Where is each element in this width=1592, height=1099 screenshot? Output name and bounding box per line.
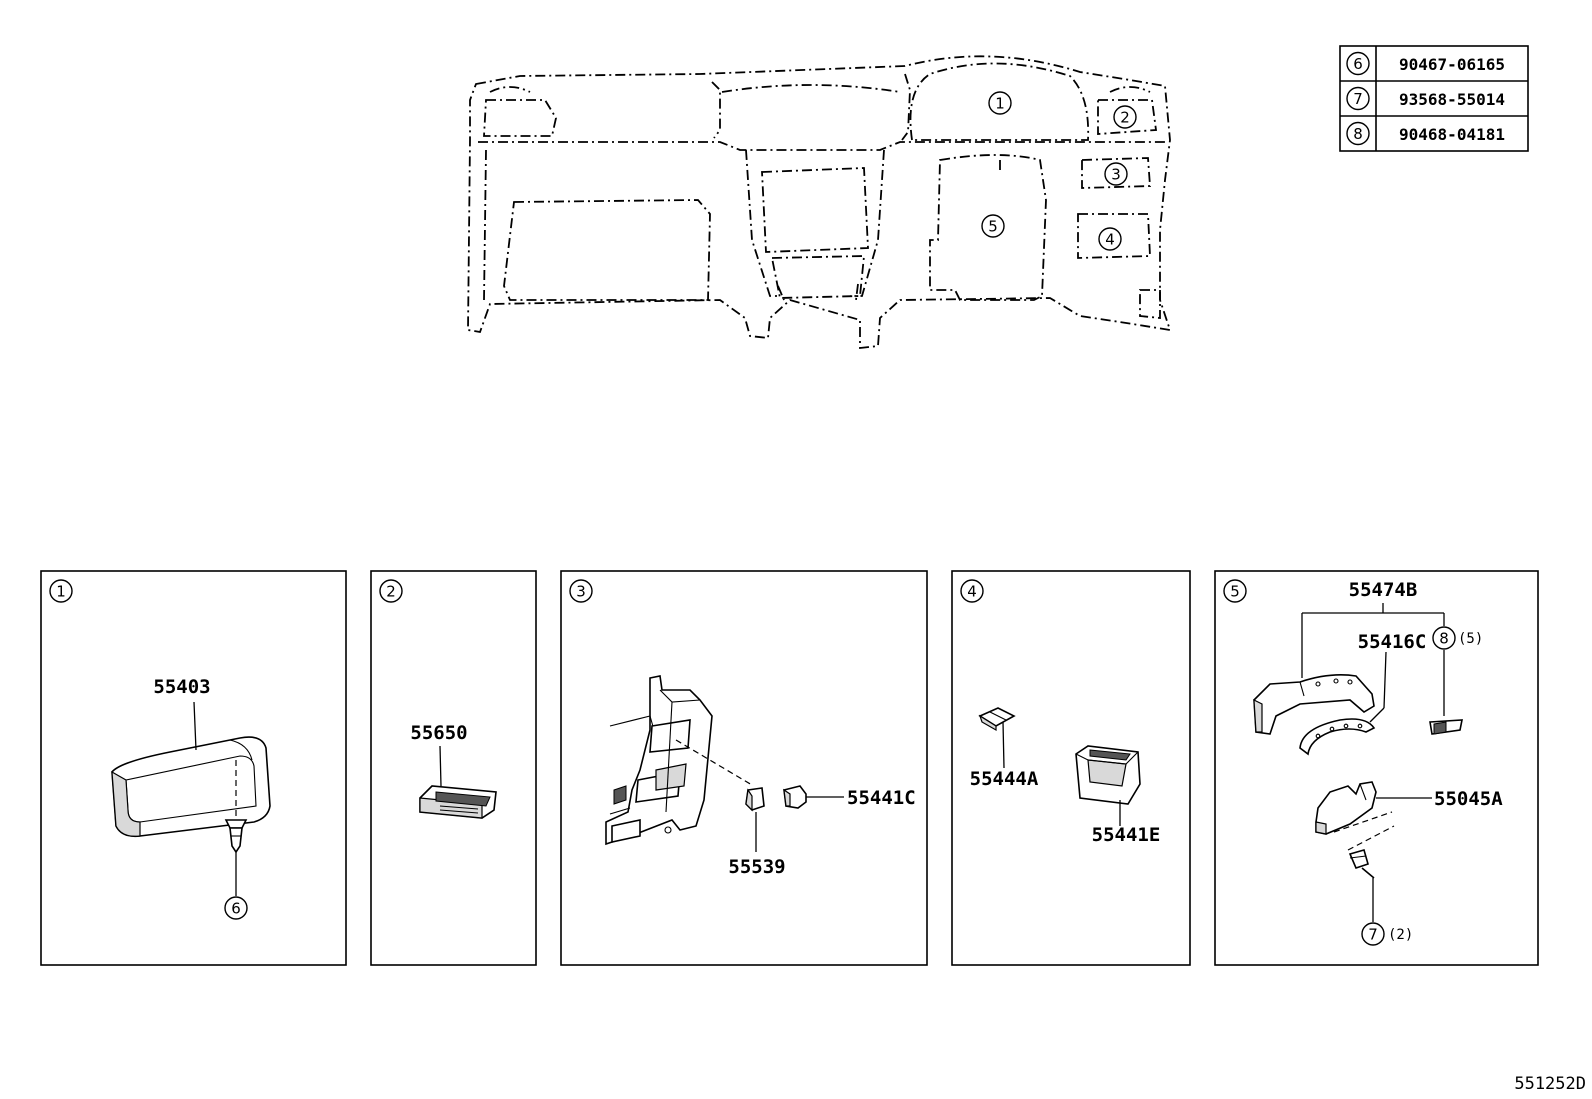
table-part-number: 90467-06165 <box>1399 55 1505 74</box>
table-ref: 8 <box>1353 125 1363 143</box>
lower-column-cover-part <box>1315 781 1377 835</box>
fastener-ref-circle <box>1361 922 1385 946</box>
panel-ref-circle <box>49 579 73 603</box>
upper-column-cover-part <box>1253 674 1375 735</box>
panel-ref-circle <box>379 579 403 603</box>
fastener-ref: 8 <box>1439 630 1449 648</box>
table-row: 7 93568-55014 <box>1346 86 1505 111</box>
panel-ref: 1 <box>56 583 66 601</box>
panel-ref-circle <box>1223 579 1247 603</box>
table-part-number: 90468-04181 <box>1399 125 1505 144</box>
fastener-ref: 6 <box>231 900 241 918</box>
small-switch-part <box>745 787 765 812</box>
panel-ref: 2 <box>386 583 396 601</box>
fastener-quantity: (5) <box>1458 631 1483 647</box>
switch-panel-outline <box>1081 157 1151 189</box>
illustration-code: 551252D <box>1514 1074 1586 1094</box>
clip-fastener <box>1429 719 1463 735</box>
svg-text:1: 1 <box>995 95 1005 113</box>
ref-circle <box>1346 121 1370 146</box>
dashboard-overview: 1 2 3 4 5 <box>467 55 1172 350</box>
pocket-part <box>1075 745 1141 805</box>
svg-text:5: 5 <box>988 218 998 236</box>
panel-ref: 5 <box>1230 583 1240 601</box>
table-ref: 6 <box>1353 55 1363 73</box>
detail-panel-5: 5 55474B 55416C 8 (5) <box>1214 570 1539 966</box>
right-vent-outline <box>1097 99 1158 135</box>
detail-panel-4: 4 55444A 55441E <box>951 570 1191 966</box>
fastener-quantity: (2) <box>1388 927 1413 943</box>
part-number-label: 55441E <box>1092 824 1161 846</box>
ref-circle <box>1346 51 1370 76</box>
svg-text:3: 3 <box>1111 166 1121 184</box>
part-number-label: 55403 <box>153 676 210 698</box>
table-part-number: 93568-55014 <box>1399 90 1505 109</box>
area-marker: 1 <box>988 91 1012 115</box>
clip-fastener <box>224 819 248 854</box>
svg-text:2: 2 <box>1120 109 1130 127</box>
svg-text:4: 4 <box>1105 231 1115 249</box>
area-marker: 4 <box>1098 227 1122 251</box>
vent-part <box>419 785 497 819</box>
small-cover-part <box>978 707 1016 732</box>
glovebox-outline <box>503 199 711 301</box>
trim-ring-part <box>1299 718 1376 756</box>
part-number-label: 55416C <box>1358 631 1427 653</box>
part-number-label: 55045A <box>1434 788 1503 810</box>
screw-fastener <box>1348 849 1375 879</box>
fastener-ref-circle <box>224 896 248 920</box>
table-row: 6 90467-06165 <box>1346 51 1505 76</box>
cluster-hood-part <box>111 736 271 838</box>
area-marker: 3 <box>1104 162 1128 186</box>
area-marker: 2 <box>1113 105 1137 129</box>
table-ref: 7 <box>1353 90 1363 108</box>
center-stack-outline <box>761 167 869 253</box>
ref-circle <box>1346 86 1370 111</box>
left-vent-outline <box>483 99 557 137</box>
lower-switch-outline <box>1077 213 1151 259</box>
panel-ref: 4 <box>967 583 977 601</box>
part-number-label: 55444A <box>970 768 1039 790</box>
cluster-hood-outline <box>909 62 1090 141</box>
panel-ref-circle <box>569 579 593 603</box>
detail-panel-3: 3 55539 55441C <box>560 570 928 966</box>
panel-ref: 3 <box>576 583 586 601</box>
plug-part <box>783 785 807 809</box>
switch-bezel-part <box>605 675 713 846</box>
part-number-label: 55650 <box>410 722 467 744</box>
panel-ref-circle <box>960 579 984 603</box>
detail-panel-2: 2 55650 <box>370 570 537 966</box>
table-row: 8 90468-04181 <box>1346 121 1505 146</box>
part-number-label: 55539 <box>728 856 785 878</box>
detail-panel-1: 1 55403 6 <box>40 570 347 966</box>
fastener-table: 6 90467-06165 7 93568-55014 8 90468-0418… <box>1339 45 1529 152</box>
area-marker: 5 <box>981 214 1005 238</box>
fastener-ref-circle <box>1432 626 1456 650</box>
part-number-label: 55441C <box>847 787 916 809</box>
fastener-ref: 7 <box>1368 926 1378 944</box>
dashboard-outline <box>467 55 1172 350</box>
part-number-label: 55474B <box>1349 579 1418 601</box>
column-cover-outline <box>929 154 1047 301</box>
